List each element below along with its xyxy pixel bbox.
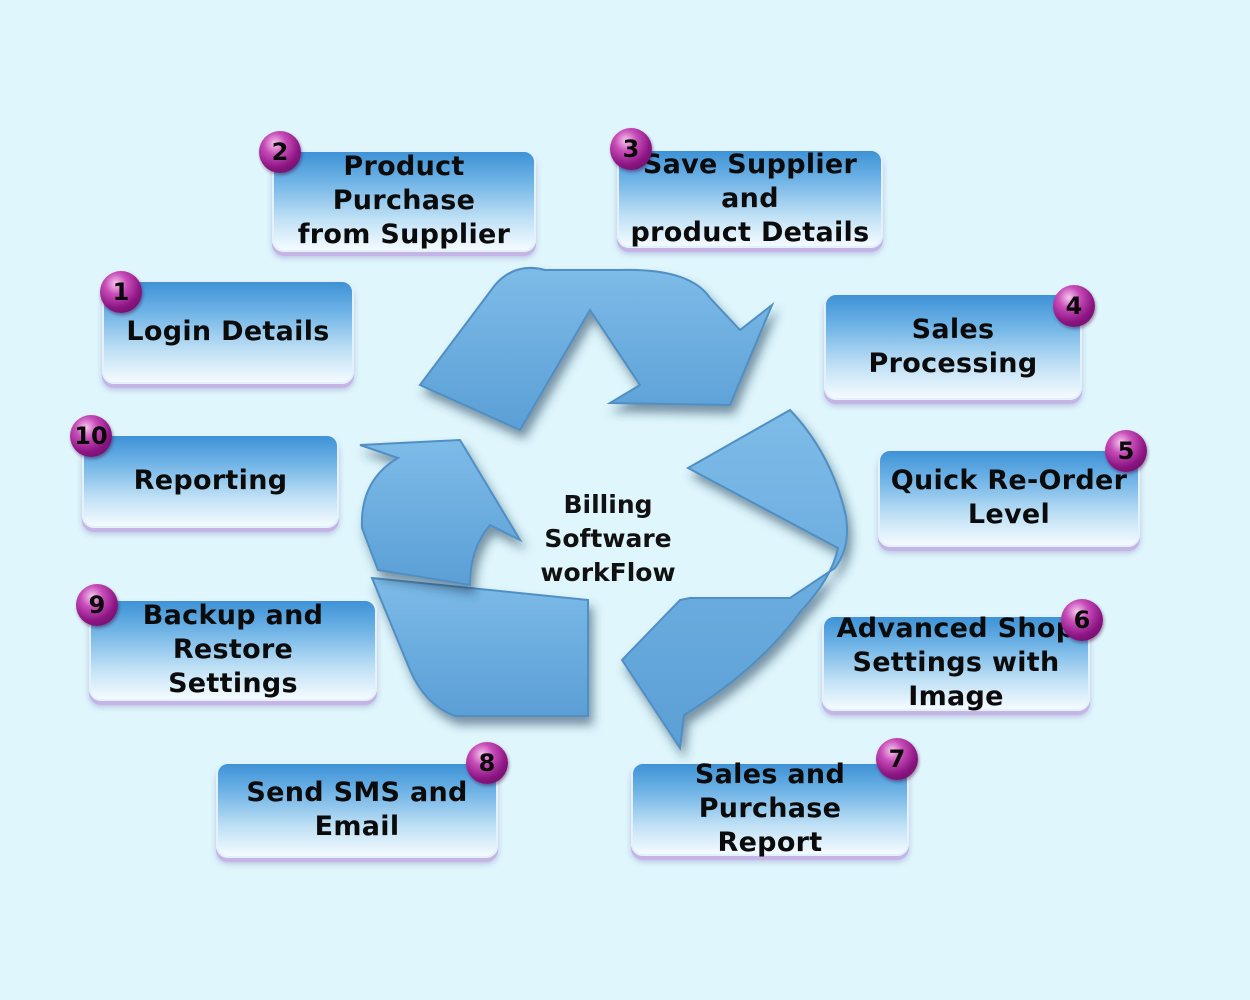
step-number-badge: 9	[76, 584, 118, 626]
step-number-badge: 8	[466, 742, 508, 784]
step-box-sales-purchase-report[interactable]: Sales and Purchase Report	[631, 759, 909, 858]
step-label: Login Details	[126, 316, 330, 347]
step-box-reporting[interactable]: Reporting	[82, 434, 339, 528]
arrow-left-head	[359, 438, 523, 587]
workflow-title: Billing Software workFlow	[540, 490, 676, 587]
step-box-save-supplier[interactable]: Save Supplier and product Details	[617, 149, 883, 248]
step-box-quick-reorder[interactable]: Quick Re-Order Level	[878, 449, 1140, 547]
step-label: Advanced Shop Settings with Image	[836, 613, 1076, 712]
step-label: Send SMS and Email	[246, 777, 468, 842]
step-label: Quick Re-Order Level	[890, 465, 1128, 530]
step-label: Save Supplier and product Details	[630, 148, 870, 248]
step-label: Product Purchase from Supplier	[297, 151, 511, 250]
arrow-right	[620, 408, 848, 751]
step-box-sales-processing[interactable]: Sales Processing	[824, 293, 1082, 400]
step-number-badge: 2	[259, 131, 301, 173]
step-number-badge: 10	[70, 415, 112, 457]
step-label: Sales and Purchase Report	[694, 759, 846, 858]
step-label: Backup and Restore Settings	[142, 600, 324, 699]
arrow-left	[370, 576, 589, 717]
arrow-top	[418, 266, 775, 432]
step-label: Sales Processing	[868, 313, 1038, 379]
step-number-badge: 7	[876, 738, 918, 780]
step-box-product-purchase[interactable]: Product Purchase from Supplier	[272, 150, 536, 252]
step-box-login-details[interactable]: Login Details	[102, 280, 354, 384]
step-number-badge: 1	[100, 271, 142, 313]
step-label: Reporting	[133, 465, 288, 496]
step-number-badge: 4	[1053, 285, 1095, 327]
step-number-badge: 6	[1061, 599, 1103, 641]
step-number-badge: 5	[1105, 430, 1147, 472]
step-box-backup-restore[interactable]: Backup and Restore Settings	[89, 599, 377, 701]
step-box-send-sms-email[interactable]: Send SMS and Email	[216, 762, 498, 858]
step-number-badge: 3	[610, 128, 652, 170]
step-box-advanced-shop-settings[interactable]: Advanced Shop Settings with Image	[822, 613, 1090, 712]
